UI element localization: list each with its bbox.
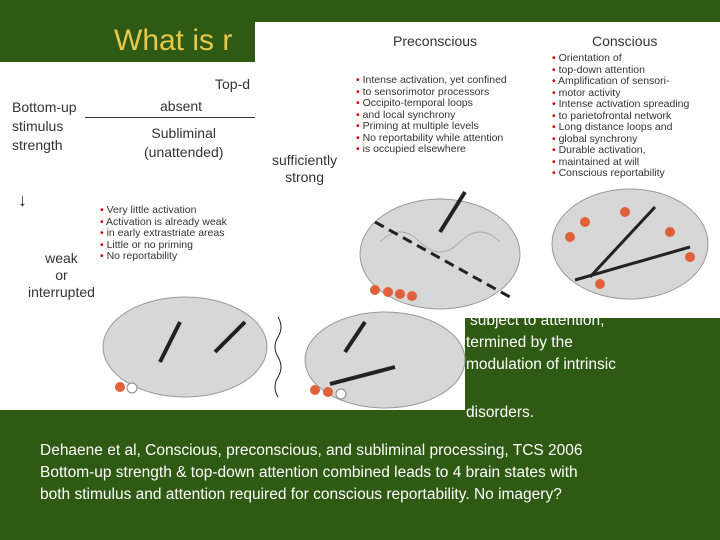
bullet: Amplification of sensori- <box>552 75 689 88</box>
weak-line: weak <box>45 250 78 266</box>
bullet: Long distance loops and <box>552 121 689 134</box>
partial-line-3: modulation of intrinsic <box>466 356 616 373</box>
conscious-bullets: Orientation of top-down attention Amplif… <box>552 52 690 180</box>
caption-line: Dehaene et al, Conscious, preconscious, … <box>40 442 583 459</box>
bullet: is occupied elsewhere <box>356 143 507 156</box>
bottom-up-line: stimulus <box>12 118 64 134</box>
bullet: Intense activation, yet confined <box>356 74 507 87</box>
brain-diagrams <box>102 188 709 409</box>
bullet: motor activity <box>552 87 689 100</box>
bullet: No reportability <box>100 250 227 263</box>
caption-block: Dehaene et al, Conscious, preconscious, … <box>40 440 700 506</box>
sufficiently-strong-label: sufficiently strong <box>272 152 337 186</box>
weak-line: interrupted <box>28 284 95 300</box>
wavy-divider <box>274 316 282 398</box>
bullet: No reportability while attention <box>356 132 507 145</box>
brain-unattended-icon <box>102 296 268 398</box>
down-arrow-icon: ↓ <box>18 190 27 210</box>
caption-line: both stimulus and attention required for… <box>40 486 562 503</box>
top-down-label: Top-d <box>215 76 251 92</box>
bullet: Priming at multiple levels <box>356 120 507 133</box>
bullet: top-down attention <box>552 64 689 77</box>
bullet: Orientation of <box>552 52 689 65</box>
bullet: Occipito-temporal loops <box>356 97 507 110</box>
bullet: Very little activation <box>100 204 227 217</box>
partial-line-4: disorders. <box>466 404 535 421</box>
bottom-up-line: strength <box>12 137 63 153</box>
strong-line: strong <box>285 169 325 185</box>
bullet: Activation is already weak <box>100 216 227 229</box>
partial-line-1: subject to attention, <box>470 312 605 329</box>
preconscious-bullets: Intense activation, yet confined to sens… <box>356 74 507 156</box>
partial-line-2: termined by the <box>466 334 573 351</box>
bullet: Little or no priming <box>100 239 227 252</box>
strong-line: sufficiently <box>272 152 338 168</box>
bullet: Conscious reportability <box>552 167 689 180</box>
brain-preconscious-icon <box>359 190 521 310</box>
bottom-up-line: Bottom-up <box>12 99 77 115</box>
bullet: maintained at will <box>552 156 689 169</box>
absent-label: absent <box>160 98 203 114</box>
preconscious-title: Preconscious <box>393 33 478 49</box>
bullet: global synchrony <box>552 133 689 146</box>
subliminal-line: Subliminal <box>151 125 216 141</box>
bottom-up-label: Bottom-up stimulus strength <box>12 98 77 155</box>
brain-subliminal-icon <box>304 311 466 409</box>
subliminal-line: (unattended) <box>144 144 224 160</box>
bullet: to sensorimotor processors <box>356 86 507 99</box>
brain-conscious-icon <box>551 188 709 300</box>
bullet: and local synchrony <box>356 109 507 122</box>
bullet: Durable activation, <box>552 144 689 157</box>
bullet: Intense activation spreading <box>552 98 690 111</box>
subliminal-label: Subliminal (unattended) <box>144 124 223 162</box>
subliminal-bullets: Very little activation Activation is alr… <box>100 204 227 263</box>
bullet: in early extrastriate areas <box>100 227 227 240</box>
conscious-title: Conscious <box>592 33 658 49</box>
weak-label: weak or interrupted <box>28 250 95 301</box>
bullet: to parietofrontal network <box>552 110 689 123</box>
caption-line: Bottom-up strength & top-down attention … <box>40 464 578 481</box>
slide-title: What is r <box>114 24 233 57</box>
header-divider <box>85 117 255 118</box>
weak-line: or <box>55 267 68 283</box>
figure-panel: Top-d Bottom-up stimulus strength absent… <box>0 22 720 410</box>
